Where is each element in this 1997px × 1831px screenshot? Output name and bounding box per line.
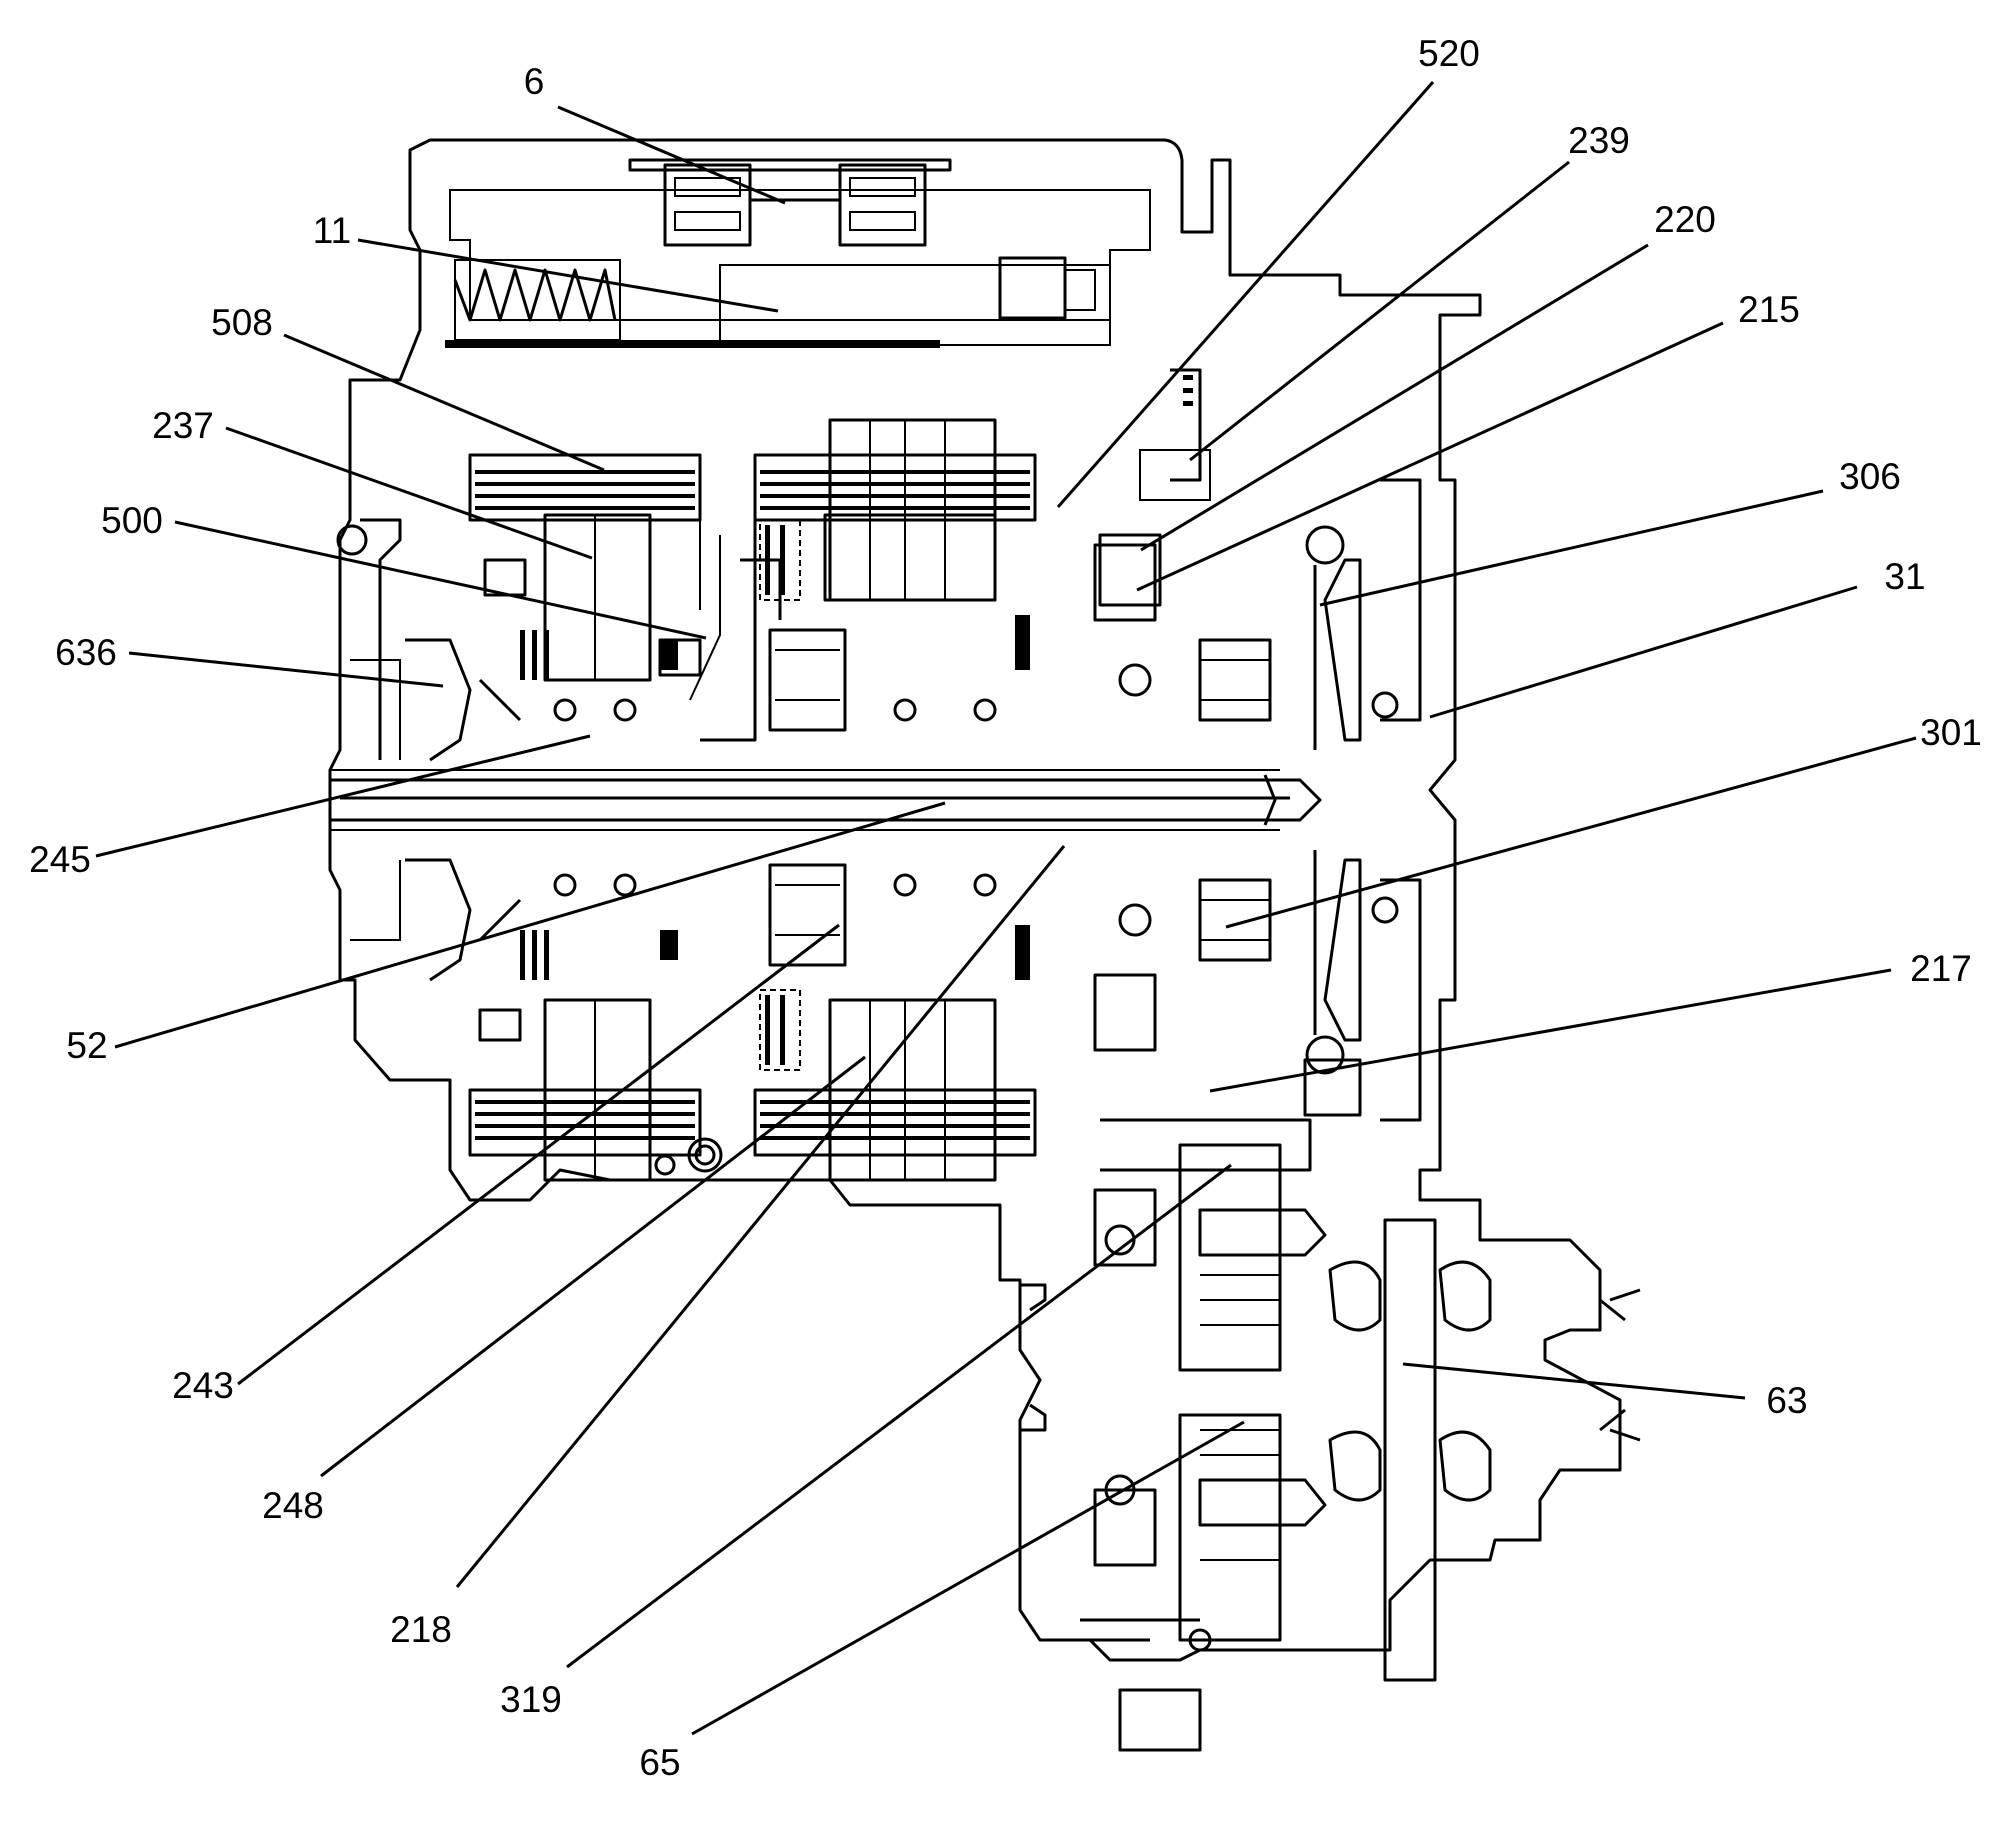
callout-508: 508 xyxy=(211,302,273,343)
callout-520: 520 xyxy=(1418,33,1480,74)
callout-215: 215 xyxy=(1738,289,1800,330)
callout-237: 237 xyxy=(152,405,214,446)
callout-6: 6 xyxy=(524,61,545,102)
clutch-pack-upper-left xyxy=(468,453,702,682)
case-outline xyxy=(328,138,1622,1662)
leader-243 xyxy=(237,923,840,1386)
input-shaft xyxy=(328,769,1322,831)
callout-243: 243 xyxy=(172,1365,234,1406)
callout-218: 218 xyxy=(390,1609,452,1650)
leader-31 xyxy=(1429,585,1858,719)
leader-217 xyxy=(1209,968,1892,1093)
leader-215 xyxy=(1136,321,1724,592)
callout-245: 245 xyxy=(29,839,91,880)
callout-636: 636 xyxy=(55,632,117,673)
solenoid-valve xyxy=(998,256,1067,320)
callout-301: 301 xyxy=(1920,712,1982,753)
callout-220: 220 xyxy=(1654,199,1716,240)
leader-301 xyxy=(1225,736,1917,929)
leader-6 xyxy=(557,105,786,205)
planetary-sets-lower xyxy=(553,850,1399,1075)
callout-31: 31 xyxy=(1884,556,1925,597)
left-side-components xyxy=(336,518,527,1042)
leader-lines xyxy=(95,81,1917,1736)
leader-65 xyxy=(691,1420,1245,1736)
leader-218 xyxy=(455,845,1066,1588)
leader-508 xyxy=(283,333,605,472)
leader-220 xyxy=(1140,243,1649,552)
leader-245 xyxy=(95,734,591,858)
clutch-discs-center xyxy=(520,519,801,1071)
leader-520 xyxy=(1056,81,1435,508)
leader-63 xyxy=(1402,1362,1746,1400)
callout-11: 11 xyxy=(313,210,351,251)
valve-body xyxy=(445,158,1111,348)
callout-labels: 6 11 508 237 500 636 245 52 243 248 218 … xyxy=(29,33,1982,1783)
leader-248 xyxy=(320,1055,866,1478)
callout-52: 52 xyxy=(66,1025,107,1066)
right-side-components xyxy=(1098,368,1422,1172)
clutch-pack-lower-left xyxy=(468,998,723,1182)
leader-237 xyxy=(225,426,593,560)
clutch-pack-lower-right xyxy=(753,998,1037,1182)
callout-319: 319 xyxy=(500,1679,562,1720)
solenoid-right xyxy=(838,163,927,247)
callout-306: 306 xyxy=(1839,456,1901,497)
leader-319 xyxy=(566,1163,1232,1669)
solenoid-left xyxy=(663,163,752,247)
leader-52 xyxy=(114,801,946,1049)
leader-306 xyxy=(1319,489,1824,607)
transaxle-drawing xyxy=(328,138,1641,1752)
leader-11 xyxy=(357,238,779,313)
clutch-pack-upper-right xyxy=(753,418,1037,602)
leader-239 xyxy=(1189,160,1570,462)
callout-65: 65 xyxy=(639,1742,680,1783)
leader-636 xyxy=(128,651,444,688)
callout-248: 248 xyxy=(262,1485,324,1526)
callout-500: 500 xyxy=(101,500,163,541)
planetary-sets-upper xyxy=(553,520,1399,750)
callout-239: 239 xyxy=(1568,120,1630,161)
leader-500 xyxy=(174,520,707,640)
differential-assembly xyxy=(1020,1143,1641,1752)
callout-217: 217 xyxy=(1910,948,1972,989)
callout-63: 63 xyxy=(1766,1380,1807,1421)
